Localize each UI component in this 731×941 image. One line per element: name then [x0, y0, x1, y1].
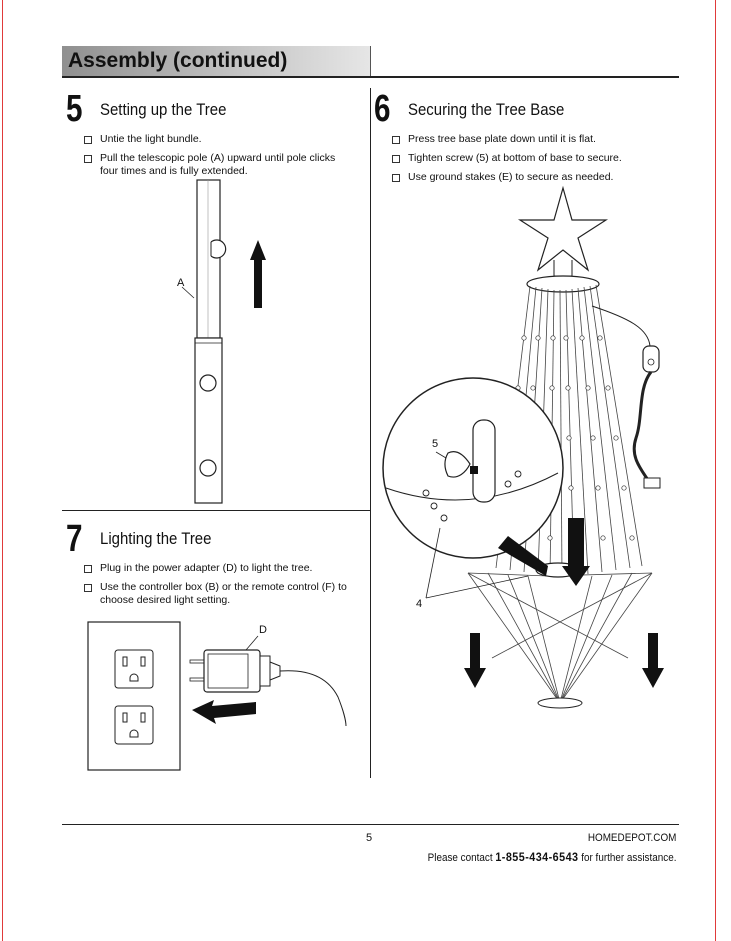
- step-5-bullet: Pull the telescopic pole (A) upward unti…: [84, 152, 354, 178]
- section-header: Assembly (continued): [62, 46, 371, 76]
- step-6-bullet: Press tree base plate down until it is f…: [392, 133, 692, 146]
- step-5-number: 5: [66, 88, 83, 130]
- column-divider: [370, 88, 371, 778]
- checkbox-icon: [84, 584, 92, 592]
- callout-label-4: 4: [416, 598, 423, 610]
- callout-label-d: D: [259, 624, 267, 636]
- checkbox-icon: [84, 155, 92, 163]
- callout-label-a: A: [177, 277, 185, 289]
- checkbox-icon: [84, 565, 92, 573]
- telescopic-pole-illustration: [181, 179, 266, 504]
- page-number: 5: [366, 832, 373, 844]
- checkbox-icon: [84, 136, 92, 144]
- step-7-bullets: Plug in the power adapter (D) to light t…: [84, 562, 354, 613]
- left-edge-line: [2, 0, 3, 941]
- step-5-bullets: Untie the light bundle. Pull the telesco…: [84, 133, 354, 184]
- contact-phone: 1-855-434-6543: [494, 850, 579, 864]
- step-6-bullet: Use ground stakes (E) to secure as neede…: [392, 171, 692, 184]
- step-6-bullets: Press tree base plate down until it is f…: [392, 133, 692, 190]
- header-rule: [62, 76, 679, 78]
- step-7-bullet: Plug in the power adapter (D) to light t…: [84, 562, 354, 575]
- footer-website: HOMEDEPOT.COM: [587, 832, 676, 844]
- footer-contact: Please contact 1-855-434-6543 for furthe…: [427, 850, 676, 864]
- section-header-title: Assembly (continued): [68, 49, 288, 72]
- tree-base-illustration: [382, 185, 664, 709]
- checkbox-icon: [392, 174, 400, 182]
- step-7-title: Lighting the Tree: [100, 529, 212, 548]
- step-7-number: 7: [66, 518, 83, 560]
- step-6-number: 6: [374, 88, 391, 130]
- step-5-bullet: Untie the light bundle.: [84, 133, 354, 146]
- step-6-title: Securing the Tree Base: [408, 100, 565, 119]
- step-divider: [62, 510, 370, 511]
- checkbox-icon: [392, 155, 400, 163]
- step-5-title: Setting up the Tree: [100, 100, 227, 119]
- outlet-and-adapter-illustration: [87, 621, 347, 771]
- callout-label-5: 5: [432, 438, 439, 450]
- right-edge-line: [715, 0, 716, 941]
- footer-rule: [62, 824, 679, 825]
- checkbox-icon: [392, 136, 400, 144]
- step-7-bullet: Use the controller box (B) or the remote…: [84, 581, 354, 607]
- step-6-bullet: Tighten screw (5) at bottom of base to s…: [392, 152, 692, 165]
